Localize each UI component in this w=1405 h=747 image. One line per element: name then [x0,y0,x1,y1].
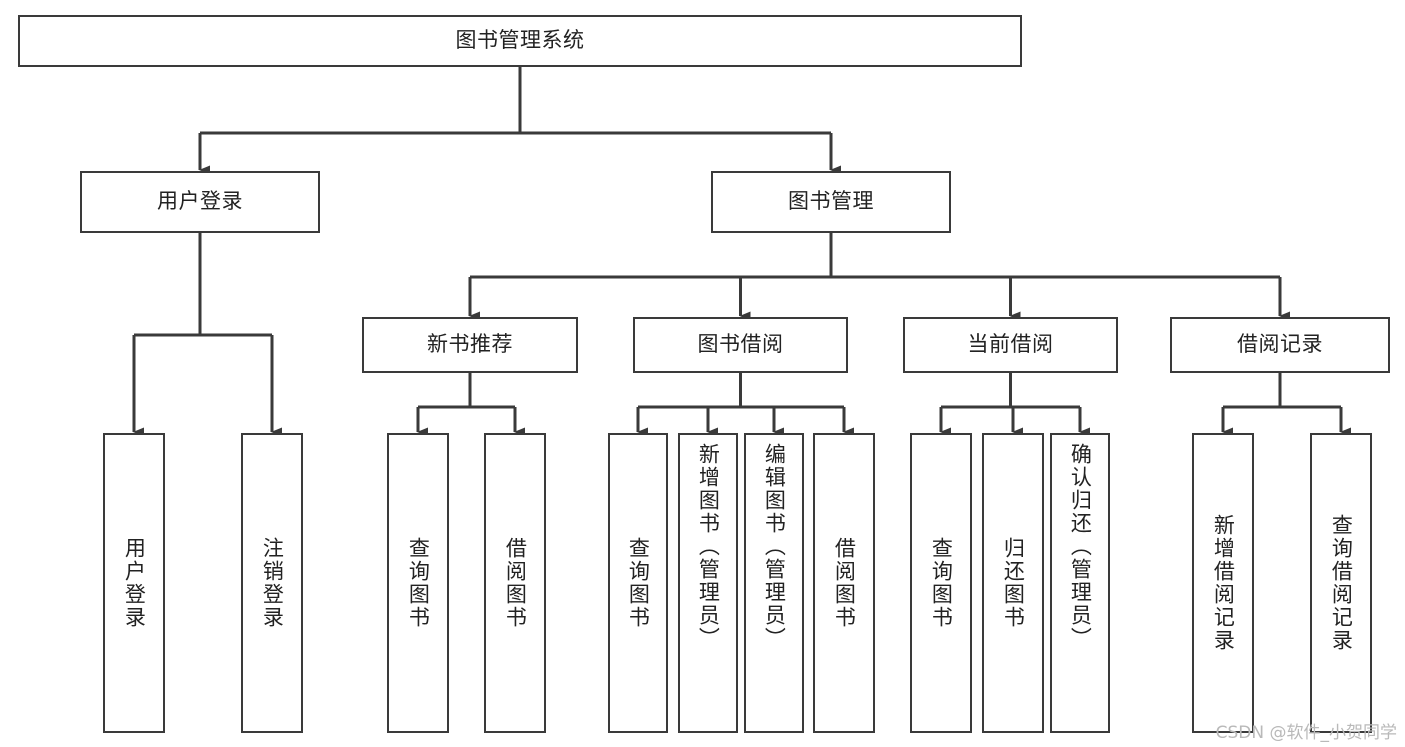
node-leaf-query-book-rec[interactable]: 查询图书 [387,433,449,733]
node-current-borrow[interactable]: 当前借阅 [903,317,1118,373]
node-label: 图书管理 [788,189,874,214]
node-leaf-query-record[interactable]: 查询借阅记录 [1310,433,1372,733]
node-label: 查询图书 [929,537,954,629]
node-borrow-record[interactable]: 借阅记录 [1170,317,1390,373]
node-label: 查询图书 [406,537,431,629]
node-leaf-borrow-book[interactable]: 借阅图书 [813,433,875,733]
node-label: 查询图书 [626,537,651,629]
node-label: 注销登录 [260,537,285,629]
node-book-borrow[interactable]: 图书借阅 [633,317,848,373]
node-leaf-edit-book[interactable]: 编辑图书（管理员） [744,433,804,733]
node-label: 确认归还（管理员） [1068,443,1093,650]
node-label: 借阅图书 [503,537,528,629]
node-leaf-add-book[interactable]: 新增图书（管理员） [678,433,738,733]
node-label: 借阅记录 [1237,332,1323,357]
node-label: 查询借阅记录 [1329,514,1354,652]
node-label: 借阅图书 [832,537,857,629]
node-label: 编辑图书（管理员） [762,443,787,650]
node-leaf-query-book-borrow[interactable]: 查询图书 [608,433,668,733]
node-label: 当前借阅 [967,332,1054,357]
node-leaf-user-login[interactable]: 用户登录 [103,433,165,733]
node-label: 图书管理系统 [455,28,585,53]
node-new-book-rec[interactable]: 新书推荐 [362,317,578,373]
node-label: 新增图书（管理员） [696,443,721,650]
node-label: 新书推荐 [427,332,513,357]
node-book-manage[interactable]: 图书管理 [711,171,951,233]
node-leaf-add-record[interactable]: 新增借阅记录 [1192,433,1254,733]
node-label: 新增借阅记录 [1211,514,1236,652]
node-label: 图书借阅 [697,332,784,357]
node-label: 用户登录 [122,537,147,629]
node-label: 归还图书 [1001,537,1026,629]
node-leaf-return-book[interactable]: 归还图书 [982,433,1044,733]
node-user-login[interactable]: 用户登录 [80,171,320,233]
node-leaf-borrow-book-rec[interactable]: 借阅图书 [484,433,546,733]
node-leaf-user-logout[interactable]: 注销登录 [241,433,303,733]
csdn-watermark: CSDN @软件_小贺同学 [1215,723,1397,743]
node-label: 用户登录 [157,189,243,214]
node-leaf-confirm-return[interactable]: 确认归还（管理员） [1050,433,1110,733]
node-root[interactable]: 图书管理系统 [18,15,1022,67]
node-leaf-query-book-cur[interactable]: 查询图书 [910,433,972,733]
